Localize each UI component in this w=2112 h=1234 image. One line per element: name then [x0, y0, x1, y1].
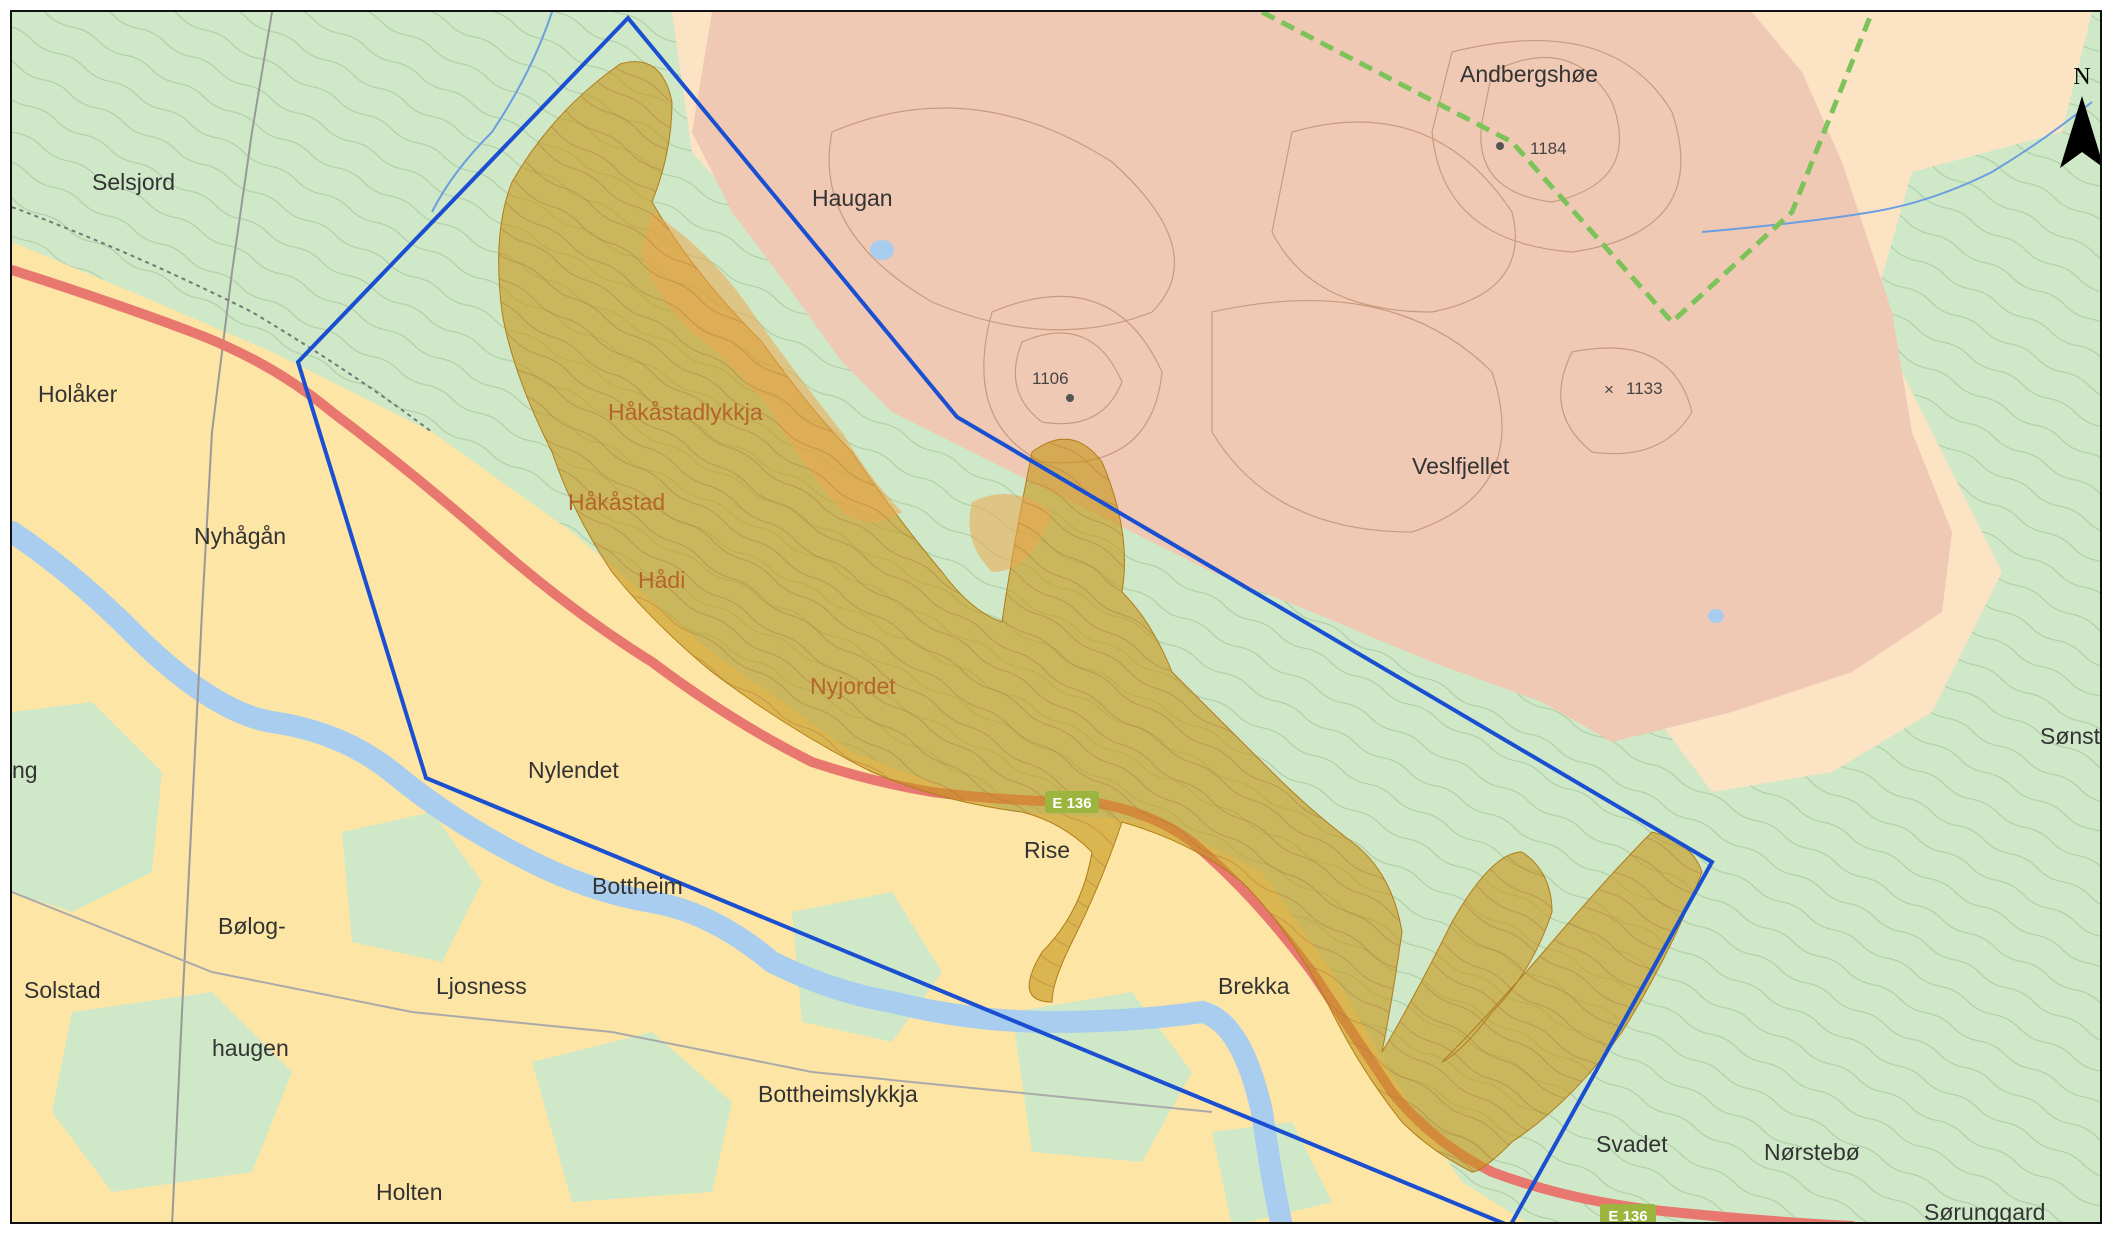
label-hadi: Hådi — [638, 567, 685, 593]
mountain-contours — [828, 39, 1693, 533]
label-norstebo: Nørstebø — [1764, 1139, 1860, 1165]
label-nyhagan: Nyhågån — [194, 523, 286, 549]
stream-west — [431, 12, 553, 213]
label-rise: Rise — [1024, 837, 1070, 863]
peak-label-1106: 1106 — [1032, 369, 1069, 388]
label-haugen: haugen — [212, 1035, 289, 1061]
study-area-boundary[interactable] — [295, 14, 1715, 1224]
label-solstad: Solstad — [24, 977, 101, 1003]
label-hakastadlykkja: Håkåstadlykkja — [608, 399, 763, 425]
mountain-lake — [870, 240, 894, 260]
label-hakastad: Håkåstad — [568, 489, 665, 515]
label-svadet: Svadet — [1596, 1131, 1668, 1157]
trail-green — [1260, 12, 1875, 326]
forest-patch-valley — [12, 702, 1332, 1222]
road-shield-2: E 136 — [1600, 1204, 1656, 1224]
bare-mountain-area — [692, 12, 1952, 742]
local-road — [12, 891, 1213, 1113]
map-frame[interactable]: E 136 E 136 Andbergshøe Selsjord Haugan … — [10, 10, 2102, 1224]
label-ng: ng — [12, 757, 38, 783]
label-nylendet: Nylendet — [528, 757, 619, 783]
label-nyjordet: Nyjordet — [810, 673, 896, 699]
svg-text:E 136: E 136 — [1608, 1208, 1647, 1224]
mountain-lake-2 — [1708, 609, 1724, 623]
railway — [12, 206, 433, 433]
north-arrow: N — [2060, 64, 2100, 168]
stream-north — [1701, 101, 2093, 233]
north-arrow-label: N — [2073, 64, 2090, 90]
power-line — [171, 12, 273, 1222]
label-bottheim: Bottheim — [592, 873, 683, 899]
north-arrow-icon — [2060, 96, 2100, 168]
peak-1106-dot — [1066, 394, 1074, 402]
svg-text:E 136: E 136 — [1052, 795, 1091, 812]
label-holten: Holten — [376, 1179, 442, 1205]
label-andbergshoe: Andbergshøe — [1460, 61, 1598, 87]
label-bolog: Bølog- — [218, 913, 286, 939]
label-sonstebo: Sønstebø — [2040, 723, 2102, 749]
label-sorunggard: Sørunggard — [1924, 1199, 2045, 1224]
peak-label-1184: 1184 — [1530, 139, 1567, 158]
map-canvas[interactable]: E 136 E 136 Andbergshøe Selsjord Haugan … — [12, 12, 2102, 1224]
label-selsjord: Selsjord — [92, 169, 175, 195]
road-shield-1: E 136 — [1045, 791, 1099, 813]
farmland-area — [12, 242, 1526, 1222]
river — [12, 521, 1293, 1222]
peak-marker-1133: × — [1604, 380, 1614, 399]
label-holaker: Holåker — [38, 381, 118, 407]
label-veslfjellet: Veslfjellet — [1412, 453, 1510, 479]
hazard-zone-light — [642, 212, 1052, 572]
label-ljosness: Ljosness — [436, 973, 527, 999]
peak-label-1133: 1133 — [1626, 379, 1663, 398]
peak-1184-dot — [1496, 142, 1504, 150]
label-haugan: Haugan — [812, 185, 893, 211]
label-bottheimslykkja: Bottheimslykkja — [758, 1081, 918, 1107]
label-brekka: Brekka — [1218, 973, 1290, 999]
